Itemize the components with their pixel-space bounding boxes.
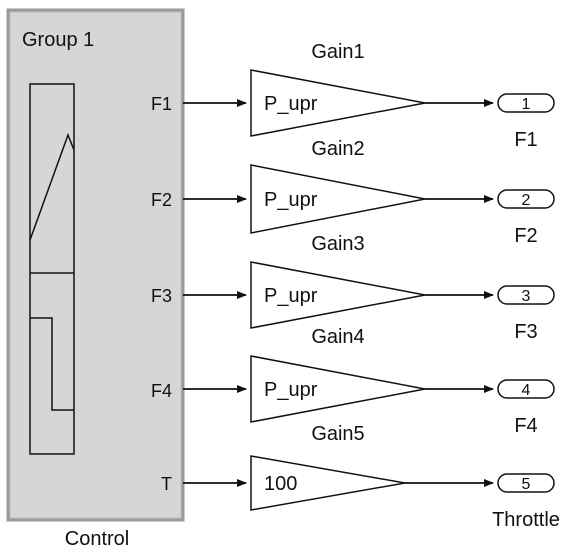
- outport-number-2: 2: [522, 192, 531, 209]
- gain-value-5: 100: [264, 473, 297, 495]
- gain-name-2: Gain2: [311, 138, 364, 160]
- gain-block-4[interactable]: [250, 355, 426, 423]
- signal-builder-title: Group 1: [22, 29, 94, 51]
- gain-name-3: Gain3: [311, 233, 364, 255]
- port-label-f3: F3: [151, 286, 172, 306]
- outport-number-1: 1: [522, 96, 531, 113]
- port-label-f2: F2: [151, 190, 172, 210]
- gain-block-2[interactable]: [250, 164, 426, 234]
- signal-row-5: 100 Gain5 5 Throttle: [183, 423, 560, 531]
- signal-row-3: P_upr Gain3 3 F3: [183, 233, 555, 343]
- outport-name-1: F1: [514, 129, 537, 151]
- signal-builder-caption: Control: [65, 528, 129, 550]
- port-label-f4: F4: [151, 381, 172, 401]
- gain-value-4: P_upr: [264, 379, 318, 401]
- outport-4[interactable]: [497, 379, 555, 399]
- signal-row-4: P_upr Gain4 4 F4: [183, 326, 555, 437]
- signal-builder-block[interactable]: Group 1 F1 F2 F3 F4 T: [6, 8, 185, 522]
- signal-row-1: P_upr Gain1 1 F1: [183, 41, 555, 151]
- gain-name-5: Gain5: [311, 423, 364, 445]
- gain-block-3[interactable]: [250, 261, 426, 329]
- outport-name-2: F2: [514, 225, 537, 247]
- outport-number-5: 5: [522, 476, 531, 493]
- outport-3[interactable]: [497, 285, 555, 305]
- outport-5[interactable]: [497, 473, 555, 493]
- port-label-f1: F1: [151, 94, 172, 114]
- port-label-t: T: [161, 474, 172, 494]
- outport-name-3: F3: [514, 321, 537, 343]
- gain-value-3: P_upr: [264, 285, 318, 307]
- outport-2[interactable]: [497, 189, 555, 209]
- outport-name-4: F4: [514, 415, 537, 437]
- outport-1[interactable]: [497, 93, 555, 113]
- outport-number-3: 3: [522, 288, 531, 305]
- outport-number-4: 4: [522, 382, 531, 399]
- waveform-preview: [29, 83, 75, 455]
- gain-value-1: P_upr: [264, 93, 318, 115]
- outport-name-5: Throttle: [492, 509, 560, 531]
- gain-block-5[interactable]: [250, 455, 406, 511]
- gain-name-1: Gain1: [311, 41, 364, 63]
- gain-value-2: P_upr: [264, 189, 318, 211]
- signal-row-2: P_upr Gain2 2 F2: [183, 138, 555, 247]
- gain-block-1[interactable]: [250, 69, 426, 137]
- gain-name-4: Gain4: [311, 326, 364, 348]
